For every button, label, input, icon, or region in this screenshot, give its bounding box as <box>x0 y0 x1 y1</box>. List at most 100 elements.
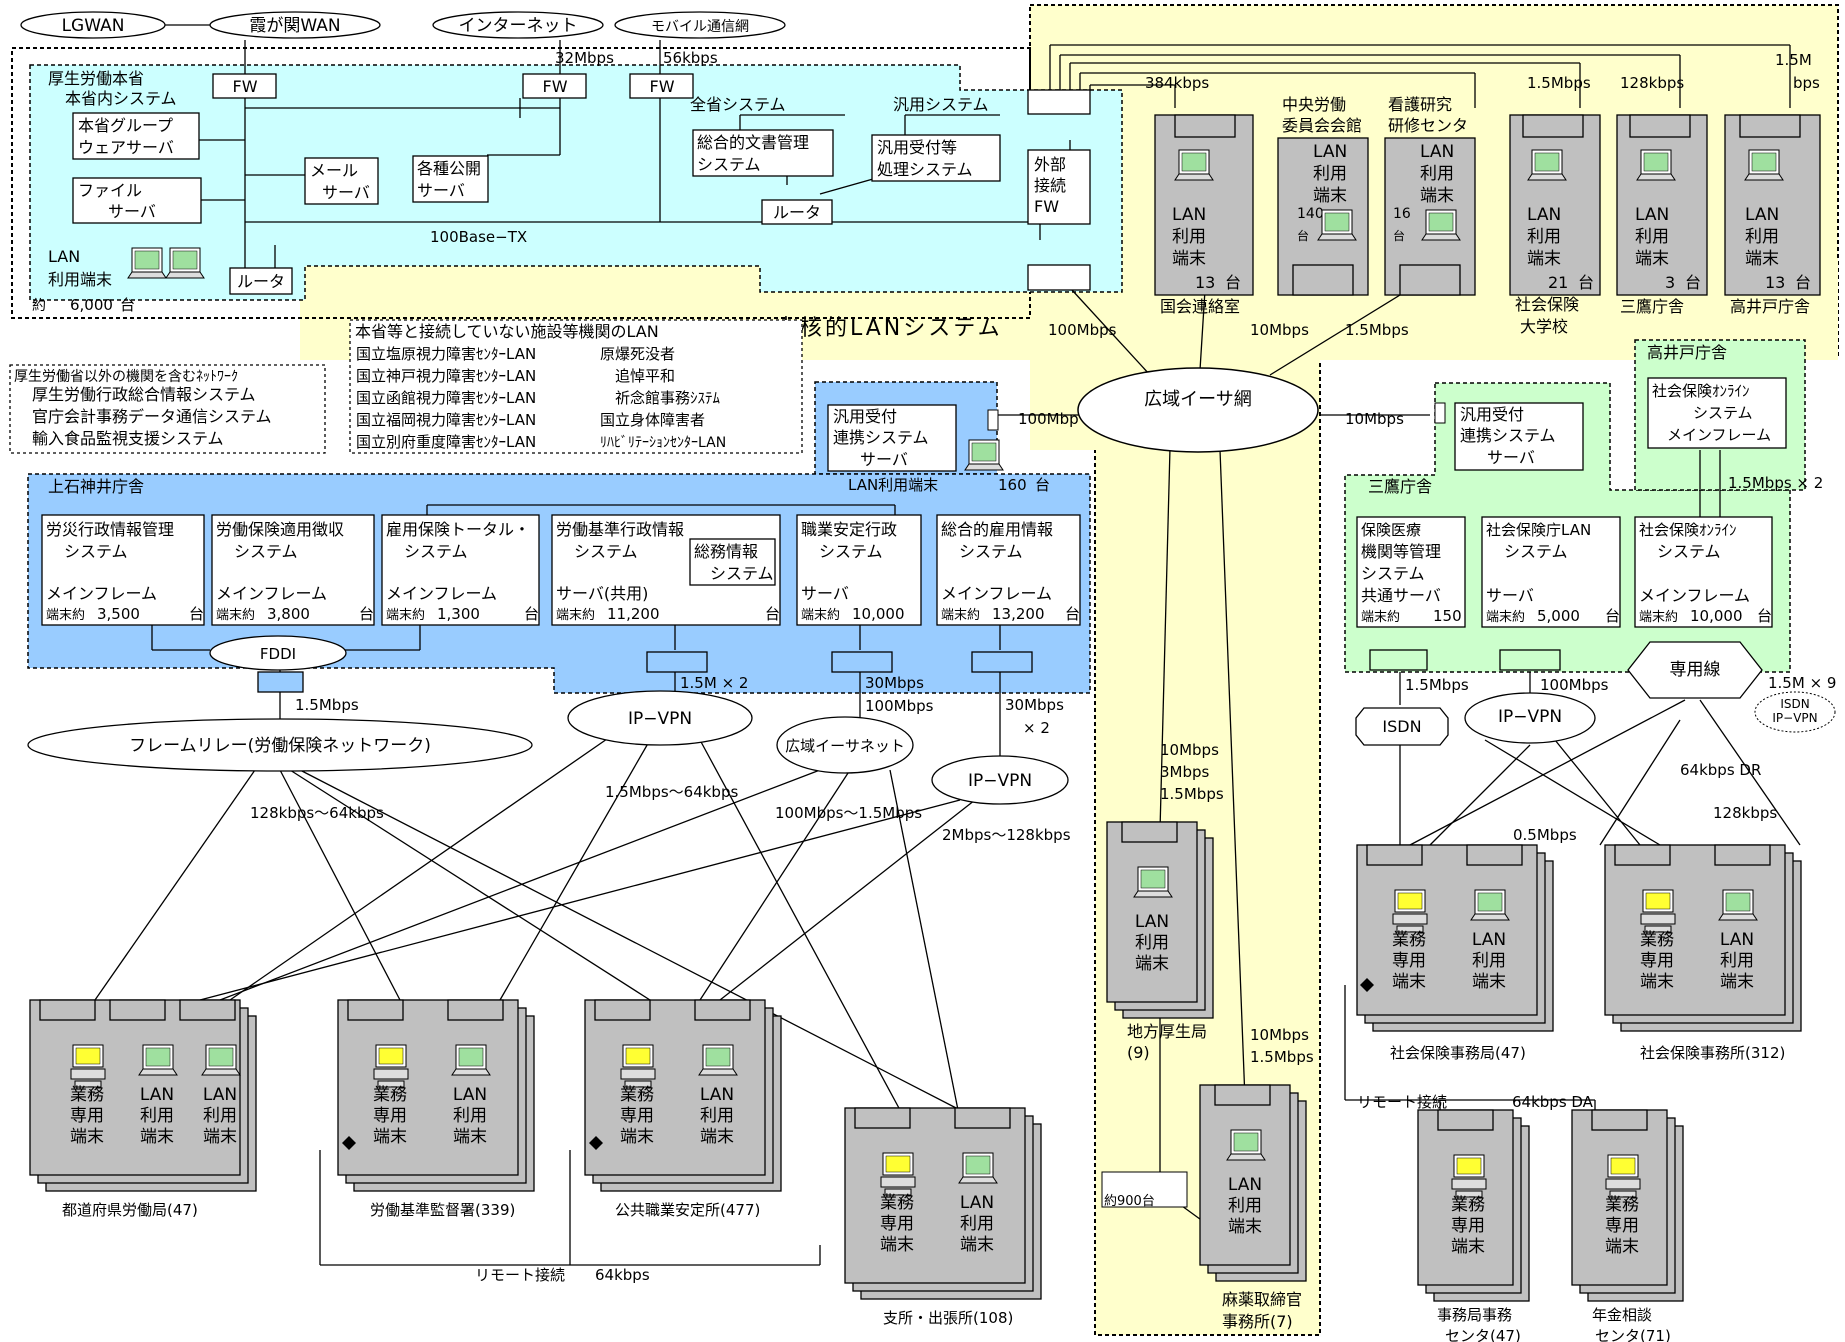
work-terminal-line-2: 端末 <box>620 1127 654 1147</box>
work-terminal-line-2: 端末 <box>1640 972 1674 992</box>
honsho-section: 厚生労働本省 本省内システム 本省グループ ウェアサーバ ファイル サーバ メー… <box>32 69 1091 314</box>
diamond-marker <box>589 1136 603 1150</box>
takaido-port <box>1739 114 1801 138</box>
work-terminal-line-1: 専用 <box>1392 951 1426 971</box>
desktop-icon <box>1640 889 1676 933</box>
laptop-icon <box>127 247 167 279</box>
mitaka-relay-3: サーバ <box>1487 448 1535 467</box>
takaido-online-system <box>1647 377 1787 449</box>
fw-label-1: FW <box>232 77 257 96</box>
lgwan-label: LGWAN <box>62 16 125 36</box>
frame-relay-network <box>27 718 533 772</box>
building-body <box>844 1107 1026 1284</box>
port-box <box>1121 821 1178 843</box>
kamishakujii-relay-2: 連携システム <box>833 428 929 447</box>
system-name-1: 労災行政情報管理 <box>46 520 174 539</box>
system-name-1: 職業安定行政 <box>801 520 897 539</box>
mitaka-complex-title: 三鷹庁舎 <box>1368 477 1432 496</box>
shisho-label: 支所・出張所(108) <box>883 1309 1013 1327</box>
bw-1-5-64: 1.5Mbps〜64kbps <box>605 783 738 801</box>
mitaka-count: 3 <box>1665 273 1675 292</box>
external-fw-bottom-port <box>1027 264 1091 291</box>
lan-terminal-line-1: 利用 <box>700 1106 734 1126</box>
mayaku-bw-1: 10Mbps <box>1250 1026 1309 1044</box>
document-system <box>692 129 834 177</box>
port-box <box>1591 1109 1648 1131</box>
port-box <box>831 651 893 673</box>
system-name-2: 機関等管理 <box>1361 542 1441 561</box>
building-body <box>1356 844 1538 1016</box>
building-body <box>29 999 241 1176</box>
kamishakujii-title: 上石神井庁舎 <box>48 477 144 496</box>
laptop-icon <box>1226 1129 1266 1161</box>
lan-terminal-line-2: 端末 <box>700 1127 734 1147</box>
kokkai-count: 13 <box>1195 273 1215 292</box>
unconnected-col2-2: 祈念館事務ｼｽﾃﾑ <box>615 389 721 407</box>
chuo-line-3: 端末 <box>1313 186 1347 206</box>
takaido-system-3: メインフレーム <box>1667 426 1771 444</box>
lan-terminal-line-0: LAN <box>1720 930 1754 950</box>
mitaka-bandwidth: 128kbps <box>1620 74 1684 92</box>
terminal-prefix: 端末約 <box>216 608 255 623</box>
honsho-lan-label-2: 利用端末 <box>48 270 112 289</box>
honsho-count: 6,000 <box>70 296 113 314</box>
system-box <box>1634 516 1773 628</box>
system-box <box>41 514 205 626</box>
unconnected-col1-0: 国立塩原視力障害ｾﾝﾀｰLAN <box>356 345 536 363</box>
center1-name-1: 事務局事務 <box>1437 1306 1512 1324</box>
port-box <box>1437 1109 1494 1131</box>
internet-label: インターネット <box>459 16 578 36</box>
building-body <box>1106 821 1198 1003</box>
port-box <box>646 651 708 673</box>
port-box <box>971 651 1033 673</box>
chiho-bw-2: 3Mbps <box>1160 763 1210 781</box>
shaho-univ-bandwidth: 1.5Mbps <box>1527 74 1591 92</box>
system-name-1: 総合的雇用情報 <box>941 520 1053 539</box>
port-box <box>109 999 166 1021</box>
takaido-building <box>1724 114 1821 296</box>
rodo-kyoku-label: 都道府県労働局(47) <box>62 1201 198 1219</box>
system-name-1: 雇用保険トータル・ <box>386 520 530 539</box>
work-terminal-line-1: 専用 <box>1640 951 1674 971</box>
terminal-prefix: 端末約 <box>386 608 425 623</box>
mitaka-dr: 64kbps DR <box>1680 761 1761 779</box>
fw-label-2: FW <box>542 77 567 96</box>
mitaka-ipvpn-network <box>1464 692 1596 744</box>
system-name-3: システム <box>1361 564 1425 583</box>
terminal-unit: 台 <box>189 605 204 623</box>
terminal-unit: 台 <box>765 605 780 623</box>
terminal-prefix: 端末約 <box>941 608 980 623</box>
approx900-label: 約900台 <box>1104 1194 1155 1209</box>
laptop-icon <box>1133 866 1173 898</box>
work-terminal-line-0: 業務 <box>1640 930 1674 950</box>
takaido-system-1: 社会保険ｵﾝﾗｲﾝ <box>1652 382 1750 400</box>
shaho-univ-name-1: 社会保険 <box>1515 295 1579 314</box>
system-name-2: システム <box>404 542 468 561</box>
shokuan-label: 公共職業安定所(477) <box>615 1201 760 1219</box>
chuo-port <box>1292 264 1354 296</box>
core-lan-title: 中核的LANシステム <box>775 316 1003 341</box>
kokkai-line-2: 利用 <box>1172 227 1206 247</box>
honsho-router <box>761 199 833 225</box>
approx900-box <box>1101 1171 1188 1208</box>
lan-terminal-line-0: LAN <box>960 1193 994 1213</box>
core-bw-100-left: 100Mbp <box>1018 410 1079 428</box>
lan-terminal-line-0: LAN <box>140 1085 174 1105</box>
shaho-univ-name-2: 大学校 <box>1520 317 1568 336</box>
laptop-icon <box>698 1044 738 1076</box>
port-box <box>954 1107 1011 1129</box>
laptop-icon <box>1174 149 1214 181</box>
external-networks: LGWAN 霞が関WAN インターネット モバイル通信網 32Mbps 56kb… <box>20 11 786 67</box>
lan-terminal-line-2: 端末 <box>1135 954 1169 974</box>
port-box <box>1714 844 1771 866</box>
takaido-system-2: システム <box>1693 404 1753 422</box>
shaho-univ-building <box>1509 114 1601 296</box>
honsho-router-2 <box>229 267 293 295</box>
public-server <box>412 155 489 203</box>
inner-system-1: 総務情報 <box>694 542 758 561</box>
isdn-ipvpn-1: ISDN <box>1780 697 1809 711</box>
